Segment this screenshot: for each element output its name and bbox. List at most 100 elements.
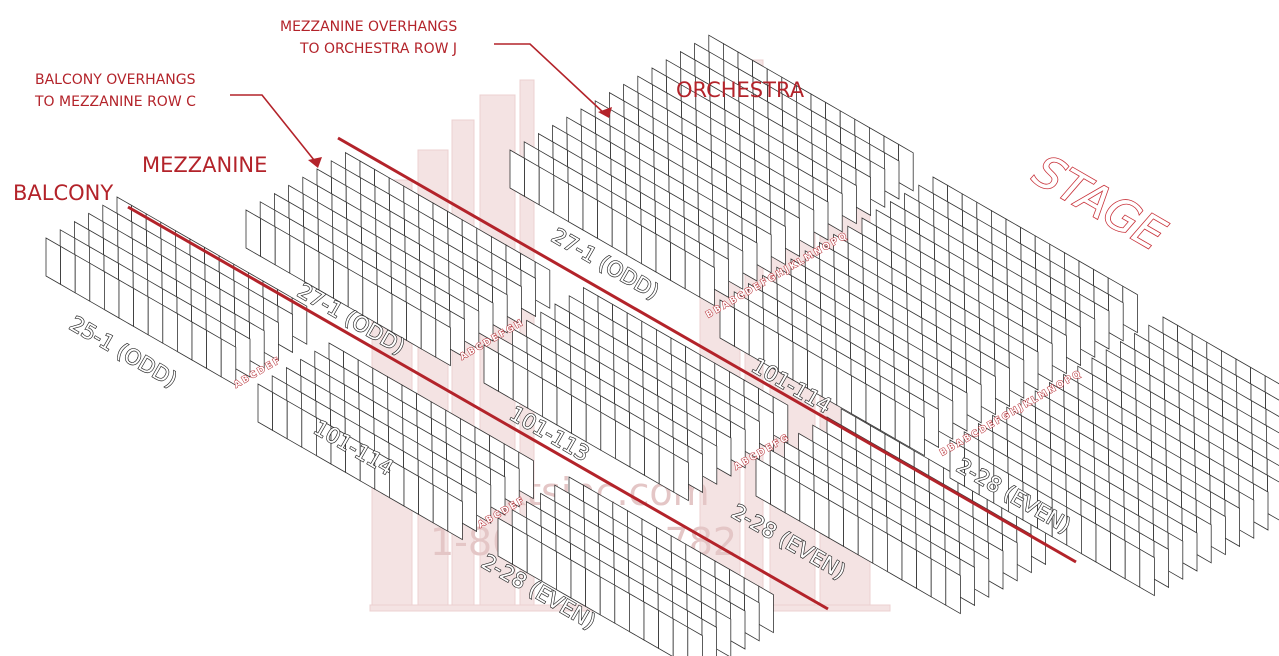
seat[interactable] — [836, 366, 852, 415]
seat[interactable] — [658, 609, 674, 656]
seat[interactable] — [272, 391, 288, 440]
seat[interactable] — [937, 392, 954, 440]
seat[interactable] — [406, 301, 422, 350]
seat[interactable] — [758, 585, 774, 634]
seat[interactable] — [994, 359, 1010, 408]
seat[interactable] — [60, 245, 76, 294]
seat[interactable] — [245, 209, 261, 258]
seat[interactable] — [509, 149, 525, 198]
seat[interactable] — [894, 400, 911, 448]
seat[interactable] — [727, 242, 744, 290]
seat[interactable] — [855, 168, 871, 217]
seat[interactable] — [449, 310, 465, 359]
seat[interactable] — [249, 321, 265, 370]
seat[interactable] — [220, 338, 237, 386]
seat[interactable] — [260, 217, 276, 266]
seat[interactable] — [658, 445, 675, 493]
seat[interactable] — [45, 237, 61, 286]
seat[interactable] — [865, 383, 881, 432]
seat[interactable] — [1139, 548, 1155, 597]
seat[interactable] — [597, 199, 613, 248]
seat[interactable] — [611, 208, 628, 256]
seat[interactable] — [643, 601, 659, 650]
seat[interactable] — [909, 408, 925, 457]
seat[interactable] — [615, 419, 631, 468]
seat[interactable] — [687, 445, 703, 494]
seat[interactable] — [898, 143, 914, 192]
seat[interactable] — [1196, 515, 1212, 564]
seat[interactable] — [884, 151, 900, 200]
seat[interactable] — [814, 490, 830, 539]
seat[interactable] — [1023, 342, 1039, 391]
seat[interactable] — [629, 592, 645, 641]
seat[interactable] — [843, 507, 859, 556]
seat[interactable] — [784, 209, 800, 258]
seat[interactable] — [699, 258, 715, 307]
seat[interactable] — [614, 584, 630, 633]
seat[interactable] — [1182, 523, 1198, 572]
seat[interactable] — [672, 618, 689, 656]
seat[interactable] — [644, 436, 660, 485]
seat[interactable] — [655, 233, 671, 282]
seat[interactable] — [930, 558, 947, 606]
seat[interactable] — [1167, 532, 1184, 580]
seat[interactable] — [827, 184, 843, 233]
seat[interactable] — [980, 367, 996, 416]
seat[interactable] — [784, 474, 801, 522]
seat[interactable] — [518, 451, 534, 500]
seat[interactable] — [418, 475, 434, 524]
seat[interactable] — [1051, 326, 1067, 375]
seat[interactable] — [1238, 491, 1255, 539]
seat[interactable] — [959, 558, 975, 607]
seat[interactable] — [687, 626, 703, 656]
seat[interactable] — [756, 225, 772, 274]
seat[interactable] — [945, 566, 961, 615]
seat[interactable] — [235, 329, 251, 378]
seat[interactable] — [734, 307, 750, 356]
seat[interactable] — [512, 361, 529, 409]
seat[interactable] — [432, 484, 449, 532]
seat[interactable] — [713, 250, 729, 299]
seat[interactable] — [74, 254, 91, 302]
seat[interactable] — [1253, 482, 1269, 531]
seat[interactable] — [1210, 507, 1226, 556]
seat[interactable] — [104, 270, 120, 319]
seat[interactable] — [538, 166, 555, 214]
seat[interactable] — [506, 277, 522, 326]
seat[interactable] — [1095, 523, 1111, 572]
seat[interactable] — [1267, 474, 1279, 521]
seat[interactable] — [582, 191, 598, 240]
seat[interactable] — [966, 375, 982, 424]
seat[interactable] — [673, 453, 689, 502]
seat[interactable] — [191, 321, 207, 370]
seat[interactable] — [133, 287, 149, 336]
seat[interactable] — [89, 262, 105, 311]
seat[interactable] — [1094, 301, 1110, 350]
seat[interactable] — [1008, 351, 1025, 399]
seat[interactable] — [483, 344, 499, 393]
seat[interactable] — [1065, 318, 1081, 367]
seat[interactable] — [520, 269, 536, 318]
seat[interactable] — [1108, 293, 1124, 342]
seat[interactable] — [851, 374, 867, 423]
seat[interactable] — [599, 576, 616, 624]
seat[interactable] — [841, 176, 857, 225]
seat[interactable] — [1124, 540, 1141, 588]
seat[interactable] — [447, 492, 463, 541]
seat[interactable] — [1122, 285, 1138, 334]
seat[interactable] — [799, 482, 815, 531]
seat[interactable] — [1081, 514, 1097, 563]
seat[interactable] — [498, 352, 514, 401]
seat[interactable] — [716, 428, 732, 477]
seat[interactable] — [277, 305, 293, 354]
seat[interactable] — [641, 224, 657, 273]
seat[interactable] — [828, 499, 844, 548]
seat[interactable] — [1224, 499, 1240, 548]
seat[interactable] — [568, 182, 584, 231]
seat[interactable] — [118, 279, 134, 328]
seat[interactable] — [162, 304, 178, 353]
seat[interactable] — [901, 541, 917, 590]
seat[interactable] — [670, 241, 686, 290]
seat[interactable] — [420, 310, 437, 358]
seat[interactable] — [988, 541, 1004, 590]
